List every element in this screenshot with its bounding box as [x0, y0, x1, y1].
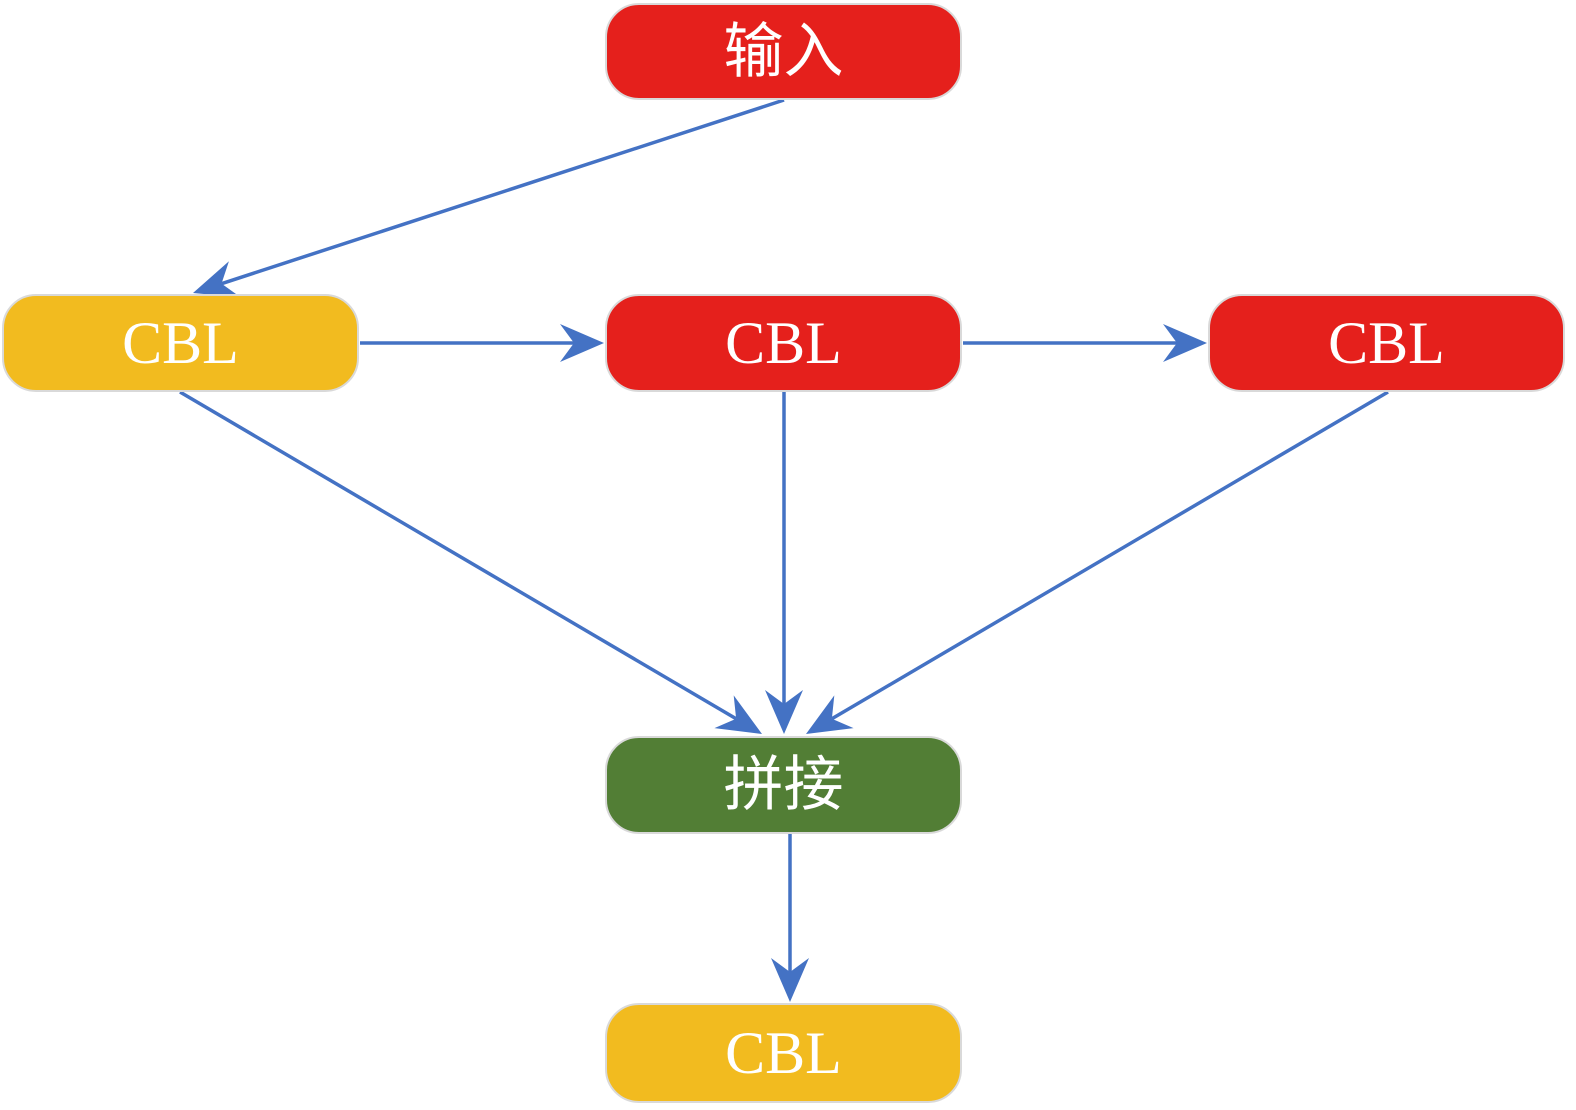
- arrow-cbl1-to-concat: [179, 390, 762, 734]
- concat-node: 拼接: [605, 736, 962, 834]
- arrow-cbl2-to-cbl3: [963, 324, 1207, 362]
- arrow-input-to-cbl1: [193, 98, 785, 298]
- arrow-cbl2-to-concat: [765, 392, 803, 734]
- cbl-node-left: CBL: [2, 294, 359, 392]
- input-node: 输入: [605, 3, 962, 100]
- input-node-label: 输入: [723, 18, 844, 85]
- cbl-node-middle-label: CBL: [725, 310, 842, 376]
- arrow-cbl3-to-concat: [806, 390, 1389, 734]
- cbl-node-left-label: CBL: [122, 310, 239, 376]
- cbl-node-right: CBL: [1208, 294, 1565, 392]
- arrow-cbl1-to-cbl2: [360, 324, 604, 362]
- output-cbl-node-label: CBL: [725, 1020, 842, 1086]
- arrow-shaft: [830, 390, 1389, 721]
- arrowhead: [771, 958, 809, 1002]
- arrow-shaft: [220, 98, 785, 286]
- cbl-node-middle: CBL: [605, 294, 962, 392]
- arrowhead: [765, 690, 803, 734]
- arrowhead: [806, 695, 854, 734]
- arrowhead: [560, 324, 604, 362]
- concat-node-label: 拼接: [723, 752, 844, 818]
- arrow-shaft: [179, 390, 738, 721]
- arrow-concat-to-output: [771, 834, 809, 1002]
- cbl-node-right-label: CBL: [1328, 310, 1445, 376]
- output-cbl-node: CBL: [605, 1003, 962, 1103]
- arrowhead: [193, 261, 241, 298]
- arrowhead: [1163, 324, 1207, 362]
- arrowhead: [714, 695, 762, 734]
